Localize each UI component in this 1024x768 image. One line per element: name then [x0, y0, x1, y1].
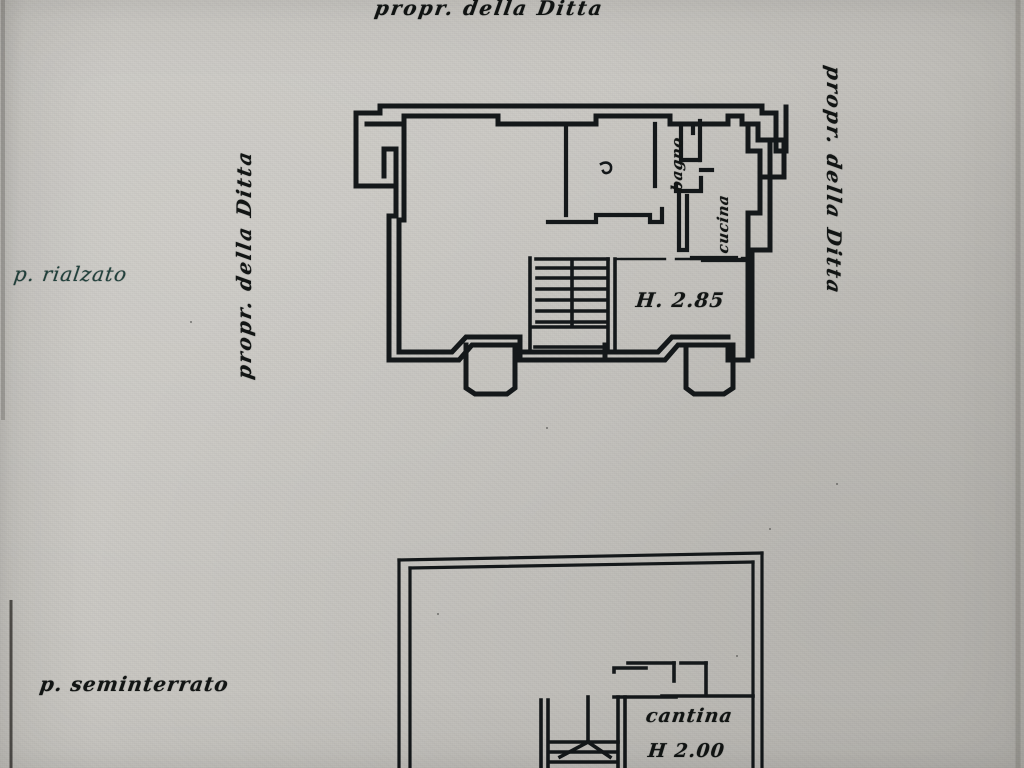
upper-thin-details — [615, 256, 750, 261]
ceiling-height-label-upper: H. 2.85 — [634, 288, 726, 312]
room-label-bagno: bagno — [668, 135, 686, 193]
boundary-label-right: propr. della Ditta — [822, 64, 846, 297]
paper-speck — [736, 655, 738, 657]
room-label-cantina: cantina — [644, 705, 735, 727]
boundary-label-left: propr. della Ditta — [232, 148, 256, 381]
lower-perimeter-wall-outer — [397, 551, 764, 768]
paper-speck — [190, 321, 192, 323]
boundary-label-top: propr. della Ditta — [373, 0, 606, 20]
level-label-upper: p. rialzato — [12, 262, 130, 286]
lower-staircase — [539, 695, 627, 768]
upper-room-squiggle — [599, 161, 613, 175]
level-label-lower: p. seminterrato — [38, 672, 231, 696]
ceiling-height-label-lower: H 2.00 — [646, 740, 726, 762]
upper-staircase — [528, 256, 617, 354]
lower-perimeter-wall-inner — [408, 560, 755, 768]
room-label-cucina: cucina — [714, 193, 732, 255]
paper-speck — [546, 427, 548, 429]
paper-speck — [769, 528, 771, 530]
paper-speck — [836, 483, 838, 485]
lower-interior-walls — [612, 661, 755, 699]
paper-speck — [437, 613, 439, 615]
